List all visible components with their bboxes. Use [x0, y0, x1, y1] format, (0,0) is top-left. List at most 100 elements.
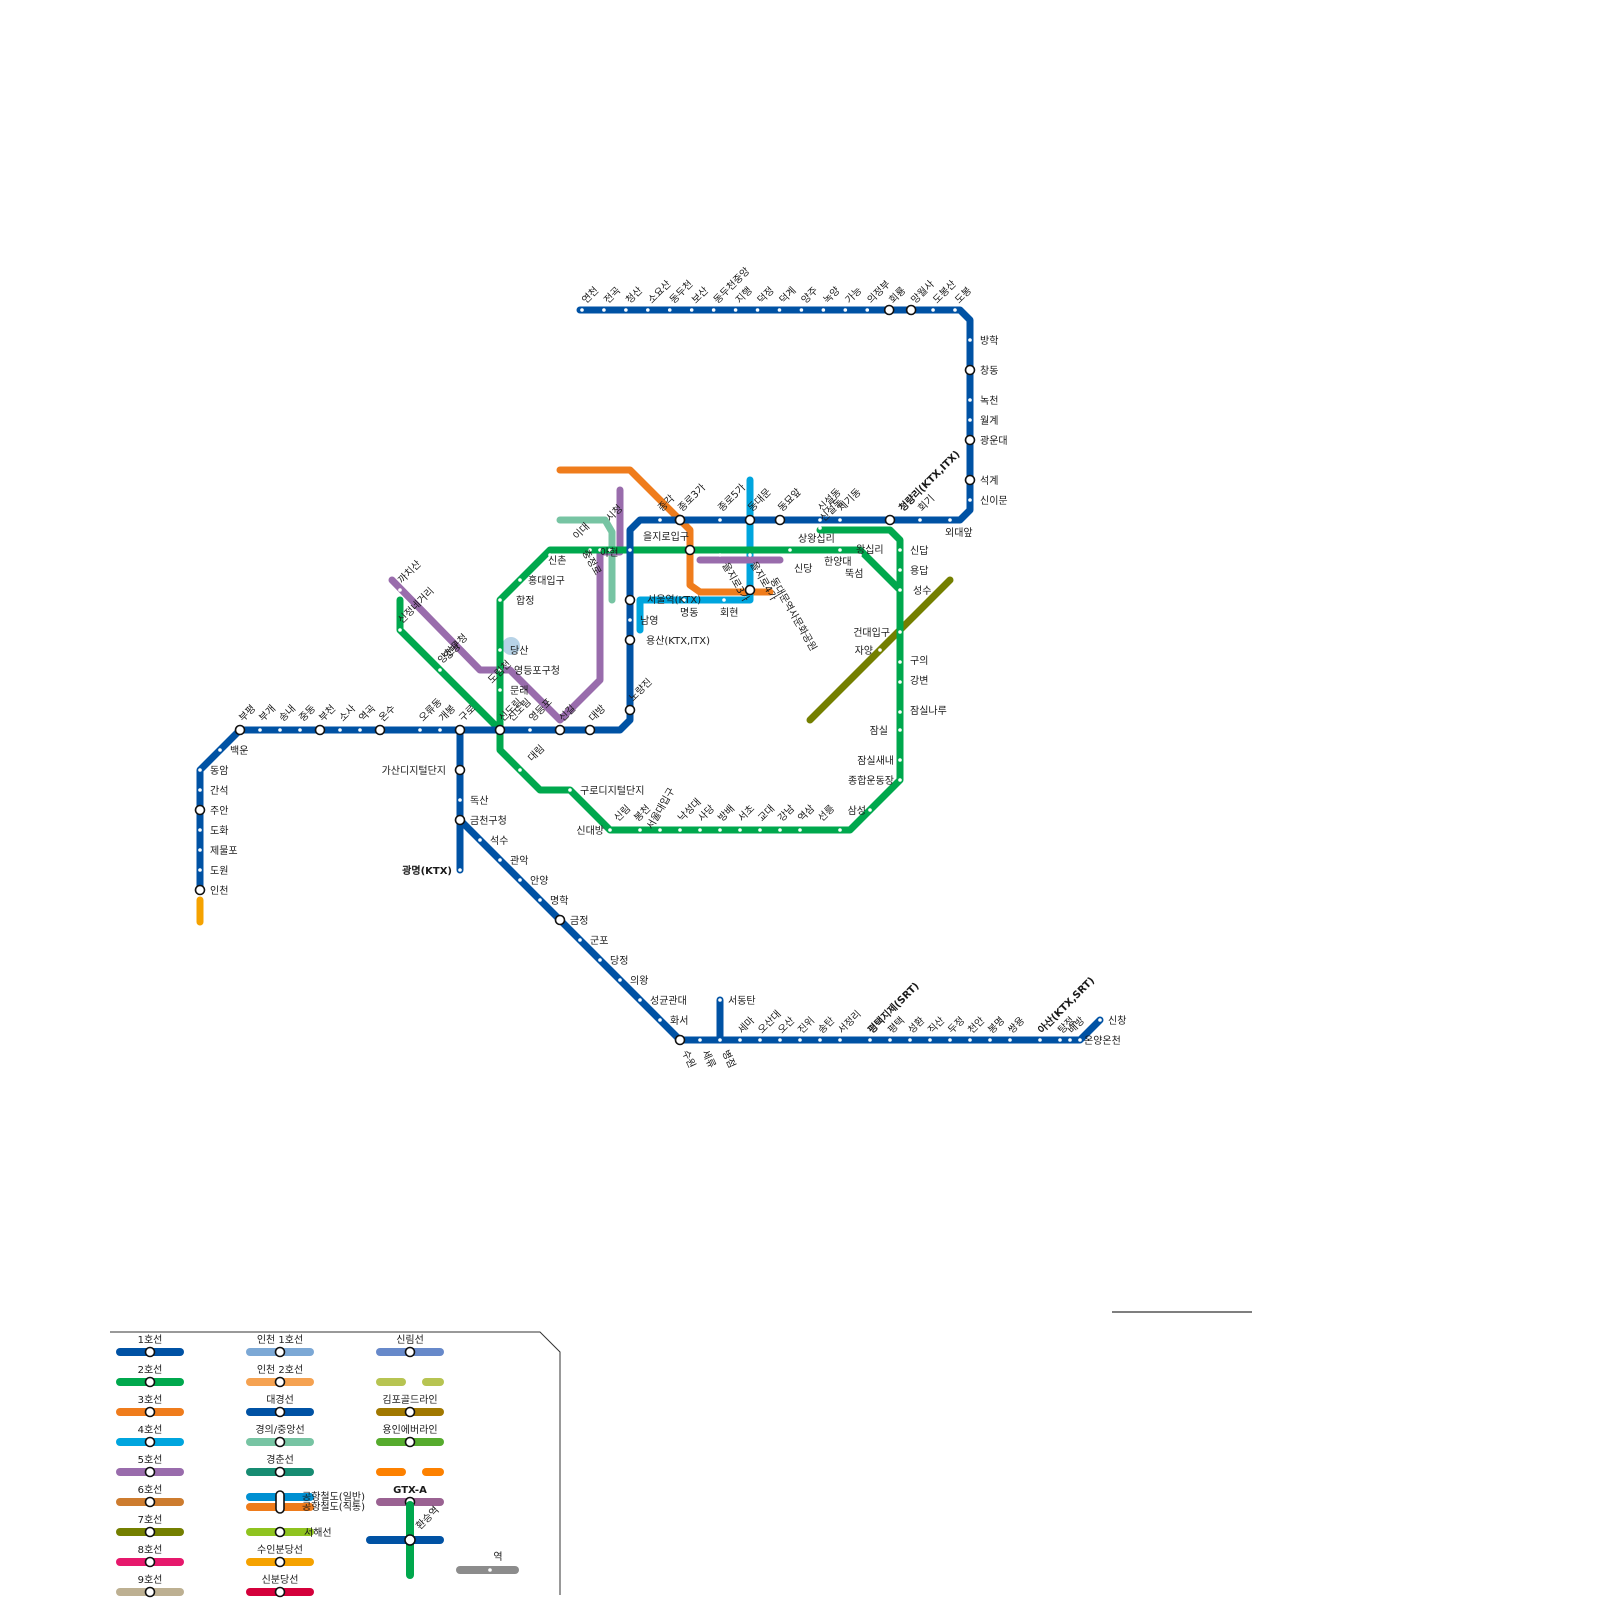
- station-label-구로디지털단지[interactable]: 구로디지털단지: [580, 785, 644, 797]
- station-dot-연천[interactable]: [580, 308, 584, 312]
- station-dot-삼성[interactable]: [868, 808, 872, 812]
- station-dot-월계[interactable]: [968, 418, 972, 422]
- station-label-대방[interactable]: 대방: [587, 703, 609, 725]
- station-label-한양대[interactable]: 한양대: [824, 556, 852, 568]
- station-label-가능[interactable]: 가능: [843, 285, 865, 307]
- station-dot-서울역-KTX[interactable]: [624, 594, 636, 606]
- station-dot-남영[interactable]: [628, 618, 632, 622]
- station-label-광운대[interactable]: 광운대: [980, 435, 1008, 447]
- station-dot-신이문[interactable]: [968, 498, 972, 502]
- station-label-신촌[interactable]: 신촌: [548, 555, 566, 567]
- station-label-뚝섬[interactable]: 뚝섬: [845, 568, 863, 580]
- station-label-백운[interactable]: 백운: [230, 745, 248, 757]
- station-label-홍대입구[interactable]: 홍대입구: [528, 574, 565, 587]
- station-dot-녹양[interactable]: [821, 308, 826, 312]
- station-dot-천안[interactable]: [968, 1038, 972, 1042]
- station-dot-직산[interactable]: [928, 1038, 932, 1042]
- station-label-주안[interactable]: 주안: [210, 805, 228, 817]
- station-dot-구의[interactable]: [898, 660, 902, 664]
- station-dot-봉명[interactable]: [988, 1038, 992, 1042]
- station-dot-신림[interactable]: [608, 828, 612, 832]
- station-label-두정[interactable]: 두정: [946, 1015, 968, 1037]
- station-dot-온수[interactable]: [374, 724, 386, 736]
- station-dot-구로디지털단지[interactable]: [568, 788, 572, 792]
- station-dot-뚝섬[interactable]: [868, 566, 872, 570]
- station-label-월계[interactable]: 월계: [980, 415, 998, 427]
- station-label-간석[interactable]: 간석: [210, 785, 228, 797]
- station-dot-왕십리[interactable]: [838, 548, 842, 552]
- station-label-전곡[interactable]: 전곡: [602, 285, 624, 307]
- station-dot-부평[interactable]: [234, 724, 246, 736]
- station-label-종로5가[interactable]: 종로5가: [716, 482, 749, 515]
- station-label-군포[interactable]: 군포: [590, 935, 608, 947]
- station-dot-신설동[interactable]: [818, 526, 822, 530]
- station-label-창동[interactable]: 창동: [980, 365, 998, 377]
- station-dot-line3-종로3가[interactable]: [674, 514, 686, 526]
- station-label-인천[interactable]: 인천: [210, 885, 228, 897]
- station-dot-봉천[interactable]: [638, 828, 642, 832]
- station-label-당산[interactable]: 당산: [510, 645, 528, 657]
- station-dot-건대입구[interactable]: [898, 630, 902, 634]
- station-dot-광명-KTX[interactable]: [458, 868, 462, 872]
- station-label-성균관대[interactable]: 성균관대: [650, 995, 687, 1007]
- station-dot-제물포[interactable]: [198, 848, 202, 852]
- station-dot-성균관대[interactable]: [638, 998, 642, 1002]
- station-dot-금천구청[interactable]: [454, 814, 466, 826]
- station-dot-회기[interactable]: [918, 518, 922, 522]
- station-dot-보산[interactable]: [689, 308, 694, 312]
- station-dot-신도림[interactable]: [498, 728, 502, 732]
- station-dot-잠실새내[interactable]: [898, 758, 902, 762]
- station-label-성수[interactable]: 성수: [913, 585, 931, 597]
- station-dot-송탄[interactable]: [818, 1038, 822, 1042]
- station-dot-덕정[interactable]: [755, 308, 760, 312]
- station-dot-부개[interactable]: [258, 728, 262, 732]
- station-dot-역삼[interactable]: [798, 828, 802, 832]
- station-label-아현[interactable]: 아현: [600, 547, 618, 559]
- station-dot-대방[interactable]: [584, 724, 596, 736]
- station-dot-교대[interactable]: [758, 828, 762, 832]
- station-label-구의[interactable]: 구의: [910, 655, 928, 667]
- station-dot-신당[interactable]: [788, 548, 792, 552]
- station-dot-시청[interactable]: [628, 548, 632, 552]
- station-dot-노량진[interactable]: [624, 704, 636, 716]
- station-label-신대방[interactable]: 신대방: [576, 825, 604, 837]
- station-dot-홍대입구[interactable]: [518, 578, 522, 582]
- station-label-병점[interactable]: 병점: [719, 1048, 738, 1070]
- station-label-연천[interactable]: 연천: [580, 285, 602, 307]
- station-dot-오류동[interactable]: [418, 728, 422, 732]
- station-dot-영등포구청[interactable]: [498, 668, 502, 672]
- station-dot-백운[interactable]: [218, 748, 222, 752]
- station-label-건대입구[interactable]: 건대입구: [853, 626, 890, 639]
- station-label-잠실[interactable]: 잠실: [870, 725, 888, 737]
- station-label-서동탄[interactable]: 서동탄: [728, 995, 756, 1007]
- station-dot-대림[interactable]: [518, 768, 522, 772]
- station-dot-line3-충무로[interactable]: [744, 584, 756, 596]
- station-dot-의왕[interactable]: [618, 978, 622, 982]
- station-label-세류[interactable]: 세류: [699, 1048, 718, 1070]
- station-label-상왕십리[interactable]: 상왕십리: [798, 533, 835, 545]
- station-label-삼성[interactable]: 삼성: [848, 805, 866, 817]
- station-label-교대[interactable]: 교대: [756, 803, 778, 825]
- station-label-합정[interactable]: 합정: [516, 595, 534, 607]
- station-label-신답[interactable]: 신답: [910, 545, 928, 557]
- station-label-중동[interactable]: 중동: [297, 703, 319, 725]
- station-dot-신설동[interactable]: [818, 518, 822, 522]
- station-label-수원[interactable]: 수원: [679, 1048, 698, 1070]
- station-label-회현[interactable]: 회현: [720, 607, 738, 619]
- station-label-종로3가[interactable]: 종로3가: [676, 482, 709, 515]
- station-dot-청산[interactable]: [624, 308, 628, 312]
- station-dot-녹천[interactable]: [968, 398, 972, 402]
- station-dot-아산-KTX-SRT[interactable]: [1038, 1038, 1042, 1042]
- station-dot-전곡[interactable]: [602, 308, 606, 312]
- station-dot-방학[interactable]: [968, 338, 972, 342]
- station-dot-화서[interactable]: [658, 1018, 662, 1022]
- station-label-남영[interactable]: 남영: [640, 615, 658, 627]
- station-dot-오산대[interactable]: [758, 1038, 762, 1042]
- station-label-잠실새내[interactable]: 잠실새내: [857, 755, 894, 767]
- station-dot-신대방[interactable]: [588, 828, 592, 832]
- station-label-강변[interactable]: 강변: [910, 675, 928, 687]
- station-dot-line7-자양[interactable]: [878, 648, 882, 652]
- station-dot-종각[interactable]: [658, 518, 662, 522]
- station-label-석계[interactable]: 석계: [980, 475, 998, 487]
- station-label-쌍용[interactable]: 쌍용: [1006, 1015, 1028, 1037]
